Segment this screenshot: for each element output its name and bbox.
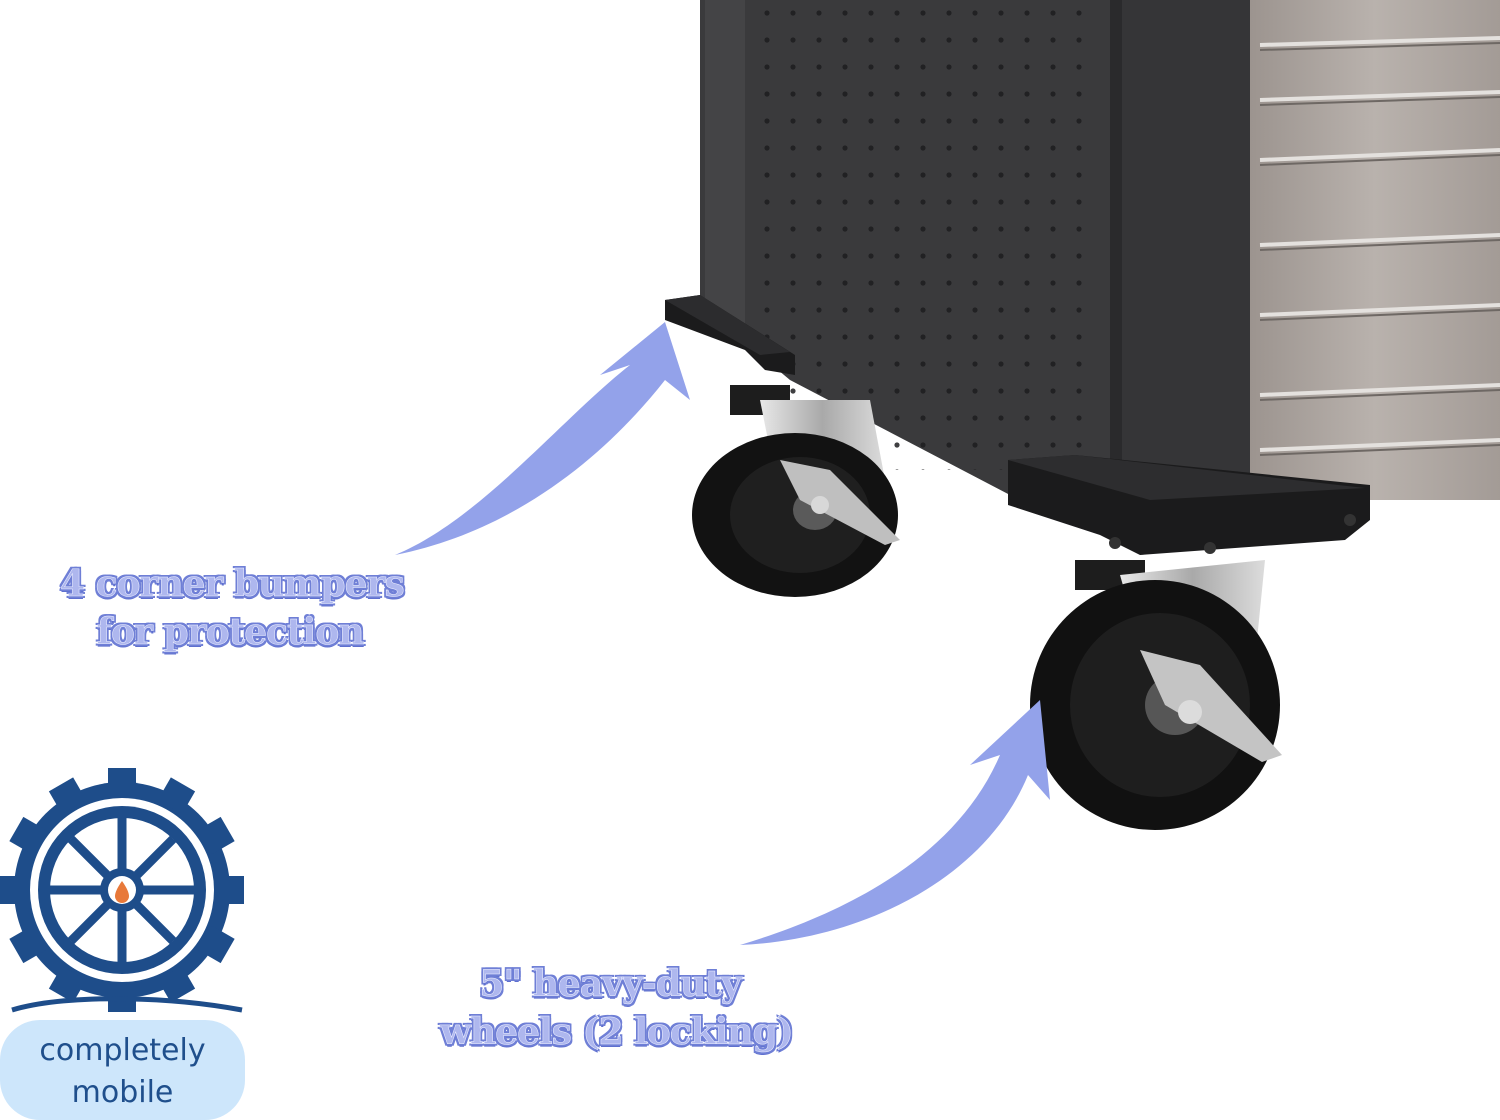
caster-wheel-rear [692,385,900,597]
badge-line-1: completely [39,1033,206,1068]
corner-bumper-rear [665,295,795,375]
bumpers-callout-line-1: 4 corner bumpers [60,563,405,606]
bumpers-callout-line-2: for protection [96,611,365,654]
corner-bumper-front [1008,455,1370,555]
completely-mobile-badge: completely mobile [0,1020,245,1120]
badge-line-2: mobile [71,1075,174,1110]
wheels-callout-line-2: wheels (2 locking) [440,1011,794,1054]
curved-arrow-icon [740,700,1050,945]
wheels-callout: 5" heavy-duty wheels (2 locking) [440,960,794,1056]
wheels-callout-line-1: 5" heavy-duty [479,963,742,1006]
gear-wheel-icon [0,768,244,1013]
bumpers-callout: 4 corner bumpers for protection [60,560,405,656]
tool-cabinet [700,0,1500,500]
caster-wheel-front [1030,560,1282,830]
curved-arrow-icon [395,322,690,555]
